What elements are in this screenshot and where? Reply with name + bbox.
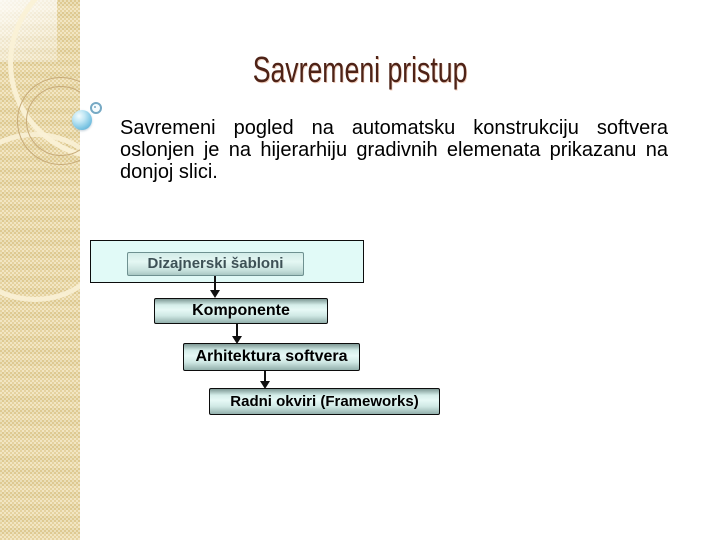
diagram-node-radni-okviri: Radni okviri (Frameworks) (209, 388, 440, 415)
sphere-bullet-icon (72, 110, 92, 130)
sidebar-decoration-band (0, 0, 80, 540)
down-arrow-icon (210, 276, 220, 298)
down-arrow-icon (260, 371, 270, 389)
diagram-node-dizajnerski-sabloni: Dizajnerski šabloni (127, 252, 304, 276)
ring-bullet-icon (90, 102, 102, 114)
down-arrow-icon (232, 324, 242, 344)
slide-title: Savremeni pristup (60, 48, 660, 92)
body-paragraph: Savremeni pogled na automatsku konstrukc… (120, 117, 668, 183)
diagram-node-komponente: Komponente (154, 298, 328, 324)
diagram-node-arhitektura-softvera: Arhitektura softvera (183, 343, 360, 371)
slide-title-text: Savremeni pristup (252, 49, 468, 91)
